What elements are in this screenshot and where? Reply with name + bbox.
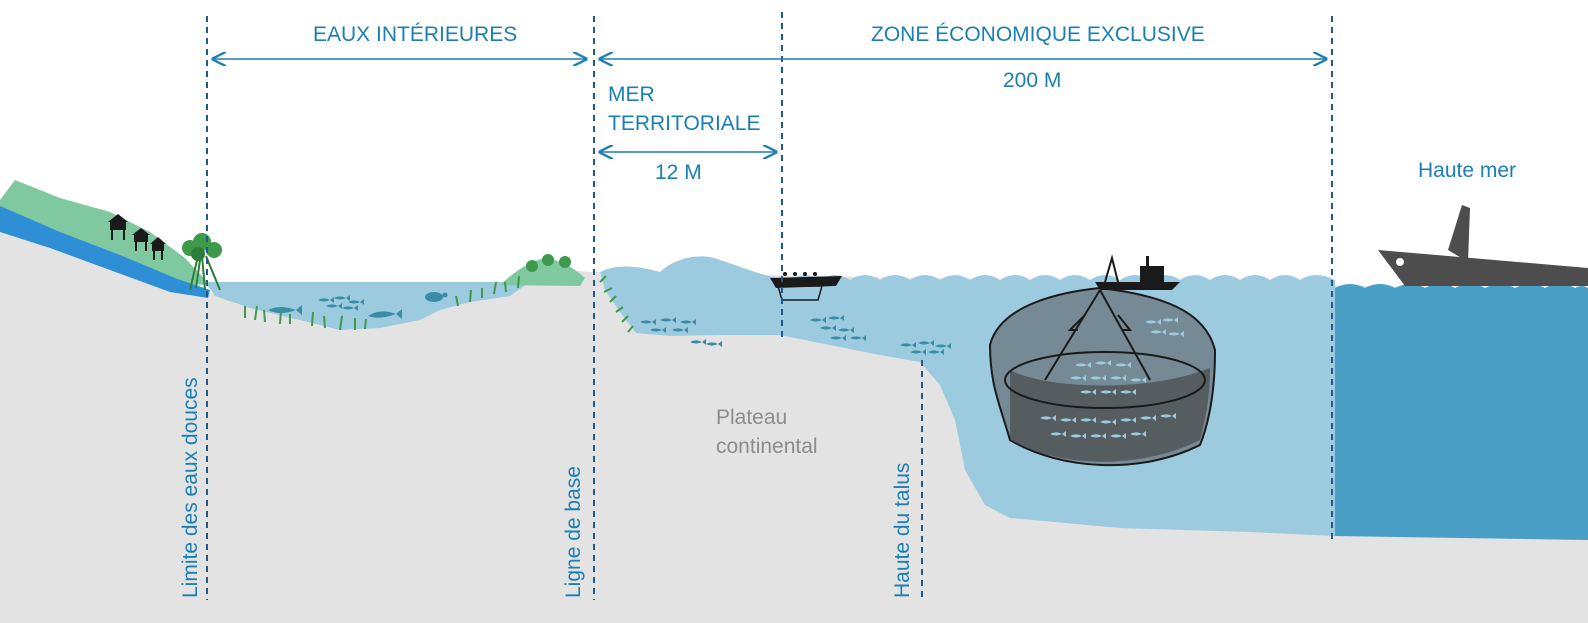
trawler-icon [1095,254,1180,290]
zone-boundaries [206,12,1333,600]
fishing-boat-icon [770,272,842,301]
seaweed-icon [244,275,634,333]
turtle-icon [425,292,448,302]
continental-shelf-label-line1: Plateau [716,406,788,429]
baseline-label: Ligne de base [562,466,585,598]
stilt-house-icon [108,214,166,260]
mangrove-icon [182,233,571,291]
territorial-sea-distance-label: 12 M [655,161,702,184]
territorial-sea-label-line2: TERRITORIALE [608,112,761,135]
eez-distance-label: 200 M [1003,69,1062,92]
purse-seine-net-icon [988,286,1217,467]
cargo-ship-icon [1378,205,1588,286]
freshwater-limit-label: Limite des eaux douces [179,377,202,598]
river [0,206,210,298]
slope-top-label: Haute du talus [891,462,914,598]
coastal-hill [0,180,210,285]
seabed [0,222,594,623]
territorial-sea-label-line1: MER [608,83,655,106]
inland-water [205,282,530,330]
high-seas-label: Haute mer [1418,159,1517,182]
continental-shelf-label-line2: continental [716,435,818,458]
shark-icon [268,305,402,319]
eez-label: ZONE ÉCONOMIQUE EXCLUSIVE [871,23,1205,46]
inland-waters-label: EAUX INTÉRIEURES [313,23,518,46]
high-seas [1335,284,1588,540]
